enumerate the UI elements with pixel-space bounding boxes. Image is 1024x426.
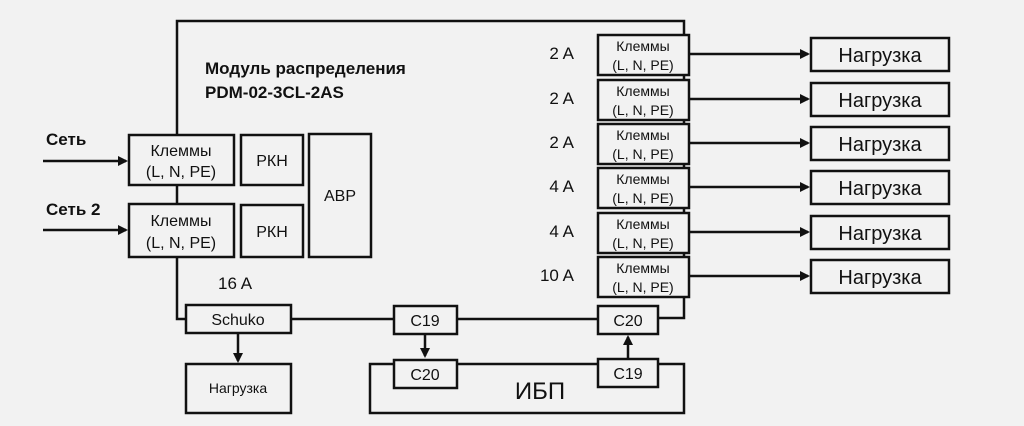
ups-label: ИБП bbox=[515, 378, 565, 405]
voltage-relay-2-label: РКН bbox=[256, 224, 288, 241]
output-load-label: Нагрузка bbox=[838, 90, 922, 112]
c19-connector-top-label: C19 bbox=[410, 313, 439, 330]
output-current: 10 A bbox=[540, 266, 575, 285]
output-terminal bbox=[596, 122, 691, 166]
output-terminal-line2: (L, N, PE) bbox=[612, 57, 673, 73]
output-load-label: Нагрузка bbox=[838, 134, 922, 156]
output-channel: 10 A Клеммы (L, N, PE) Нагрузка bbox=[540, 255, 951, 299]
schuko-label: Schuko bbox=[211, 312, 264, 329]
c20-connector-ups-label: C20 bbox=[410, 367, 439, 384]
c20-connector-top bbox=[596, 304, 660, 336]
output-channels: 2 A Клеммы (L, N, PE) Нагрузка 2 A Клеммы (L, … bbox=[540, 33, 951, 299]
output-terminal-line2: (L, N, PE) bbox=[612, 235, 673, 251]
output-terminal-line1: Клеммы bbox=[616, 127, 669, 143]
module-title-line2: PDM-02-3CL-2AS bbox=[205, 83, 344, 102]
input-label-2: Сеть 2 bbox=[46, 200, 100, 219]
c19-connector-ups-label: C19 bbox=[613, 366, 642, 383]
output-terminal bbox=[596, 211, 691, 255]
input-terminal-1-line2: (L, N, PE) bbox=[146, 164, 216, 181]
schuko-socket bbox=[184, 303, 293, 335]
ats-label: АВР bbox=[324, 188, 356, 205]
output-load bbox=[809, 125, 951, 162]
c19-connector-ups bbox=[596, 357, 660, 389]
output-channel: 2 A Клеммы (L, N, PE) Нагрузка bbox=[549, 78, 951, 122]
input-terminal-1-line1: Клеммы bbox=[150, 143, 211, 160]
input-label-1: Сеть bbox=[46, 130, 86, 149]
schuko-load bbox=[184, 362, 293, 415]
output-load bbox=[809, 169, 951, 206]
ats-block bbox=[307, 132, 373, 259]
output-load bbox=[809, 81, 951, 118]
bus-line-schuko bbox=[175, 257, 186, 321]
output-channel: 2 A Клеммы (L, N, PE) Нагрузка bbox=[549, 33, 951, 77]
output-current: 2 A bbox=[549, 133, 574, 152]
module-title-line1: Модуль распределения bbox=[205, 59, 406, 78]
output-terminal-line2: (L, N, PE) bbox=[612, 279, 673, 295]
voltage-relay-1-label: РКН bbox=[256, 153, 288, 170]
output-terminal-line1: Клеммы bbox=[616, 260, 669, 276]
output-channel: 4 A Клеммы (L, N, PE) Нагрузка bbox=[549, 166, 951, 210]
output-terminal-line2: (L, N, PE) bbox=[612, 146, 673, 162]
schuko-load-label: Нагрузка bbox=[209, 380, 267, 396]
output-terminal-line1: Клеммы bbox=[616, 83, 669, 99]
voltage-relay-2 bbox=[239, 203, 305, 259]
output-current: 2 A bbox=[549, 89, 574, 108]
output-terminal-line1: Клеммы bbox=[616, 216, 669, 232]
output-channel: 4 A Клеммы (L, N, PE) Нагрузка bbox=[549, 211, 951, 255]
c20-connector-top-label: C20 bbox=[613, 313, 642, 330]
schuko-current: 16 A bbox=[218, 274, 253, 293]
output-load bbox=[809, 258, 951, 295]
module-enclosure bbox=[175, 19, 686, 320]
output-load-label: Нагрузка bbox=[838, 45, 922, 67]
c19-connector-top bbox=[392, 304, 459, 336]
output-load-label: Нагрузка bbox=[838, 178, 922, 200]
voltage-relay-1 bbox=[239, 133, 305, 187]
output-terminal-line2: (L, N, PE) bbox=[612, 190, 673, 206]
output-load-label: Нагрузка bbox=[838, 223, 922, 245]
output-terminal-line1: Клеммы bbox=[616, 171, 669, 187]
output-load bbox=[809, 36, 951, 73]
output-current: 4 A bbox=[549, 177, 574, 196]
output-current: 4 A bbox=[549, 222, 574, 241]
input-terminal-2-line1: Клеммы bbox=[150, 213, 211, 230]
input-terminal-2-line2: (L, N, PE) bbox=[146, 235, 216, 252]
output-terminal bbox=[596, 33, 691, 77]
c20-connector-ups bbox=[392, 358, 459, 390]
input-terminal-2 bbox=[127, 202, 236, 259]
output-terminal bbox=[596, 255, 691, 299]
output-load bbox=[809, 214, 951, 251]
output-terminal-line2: (L, N, PE) bbox=[612, 102, 673, 118]
output-load-label: Нагрузка bbox=[838, 267, 922, 289]
output-terminal-line1: Клеммы bbox=[616, 38, 669, 54]
output-current: 2 A bbox=[549, 44, 574, 63]
input-terminal-1 bbox=[127, 133, 236, 187]
output-channel: 2 A Клеммы (L, N, PE) Нагрузка bbox=[549, 122, 951, 166]
